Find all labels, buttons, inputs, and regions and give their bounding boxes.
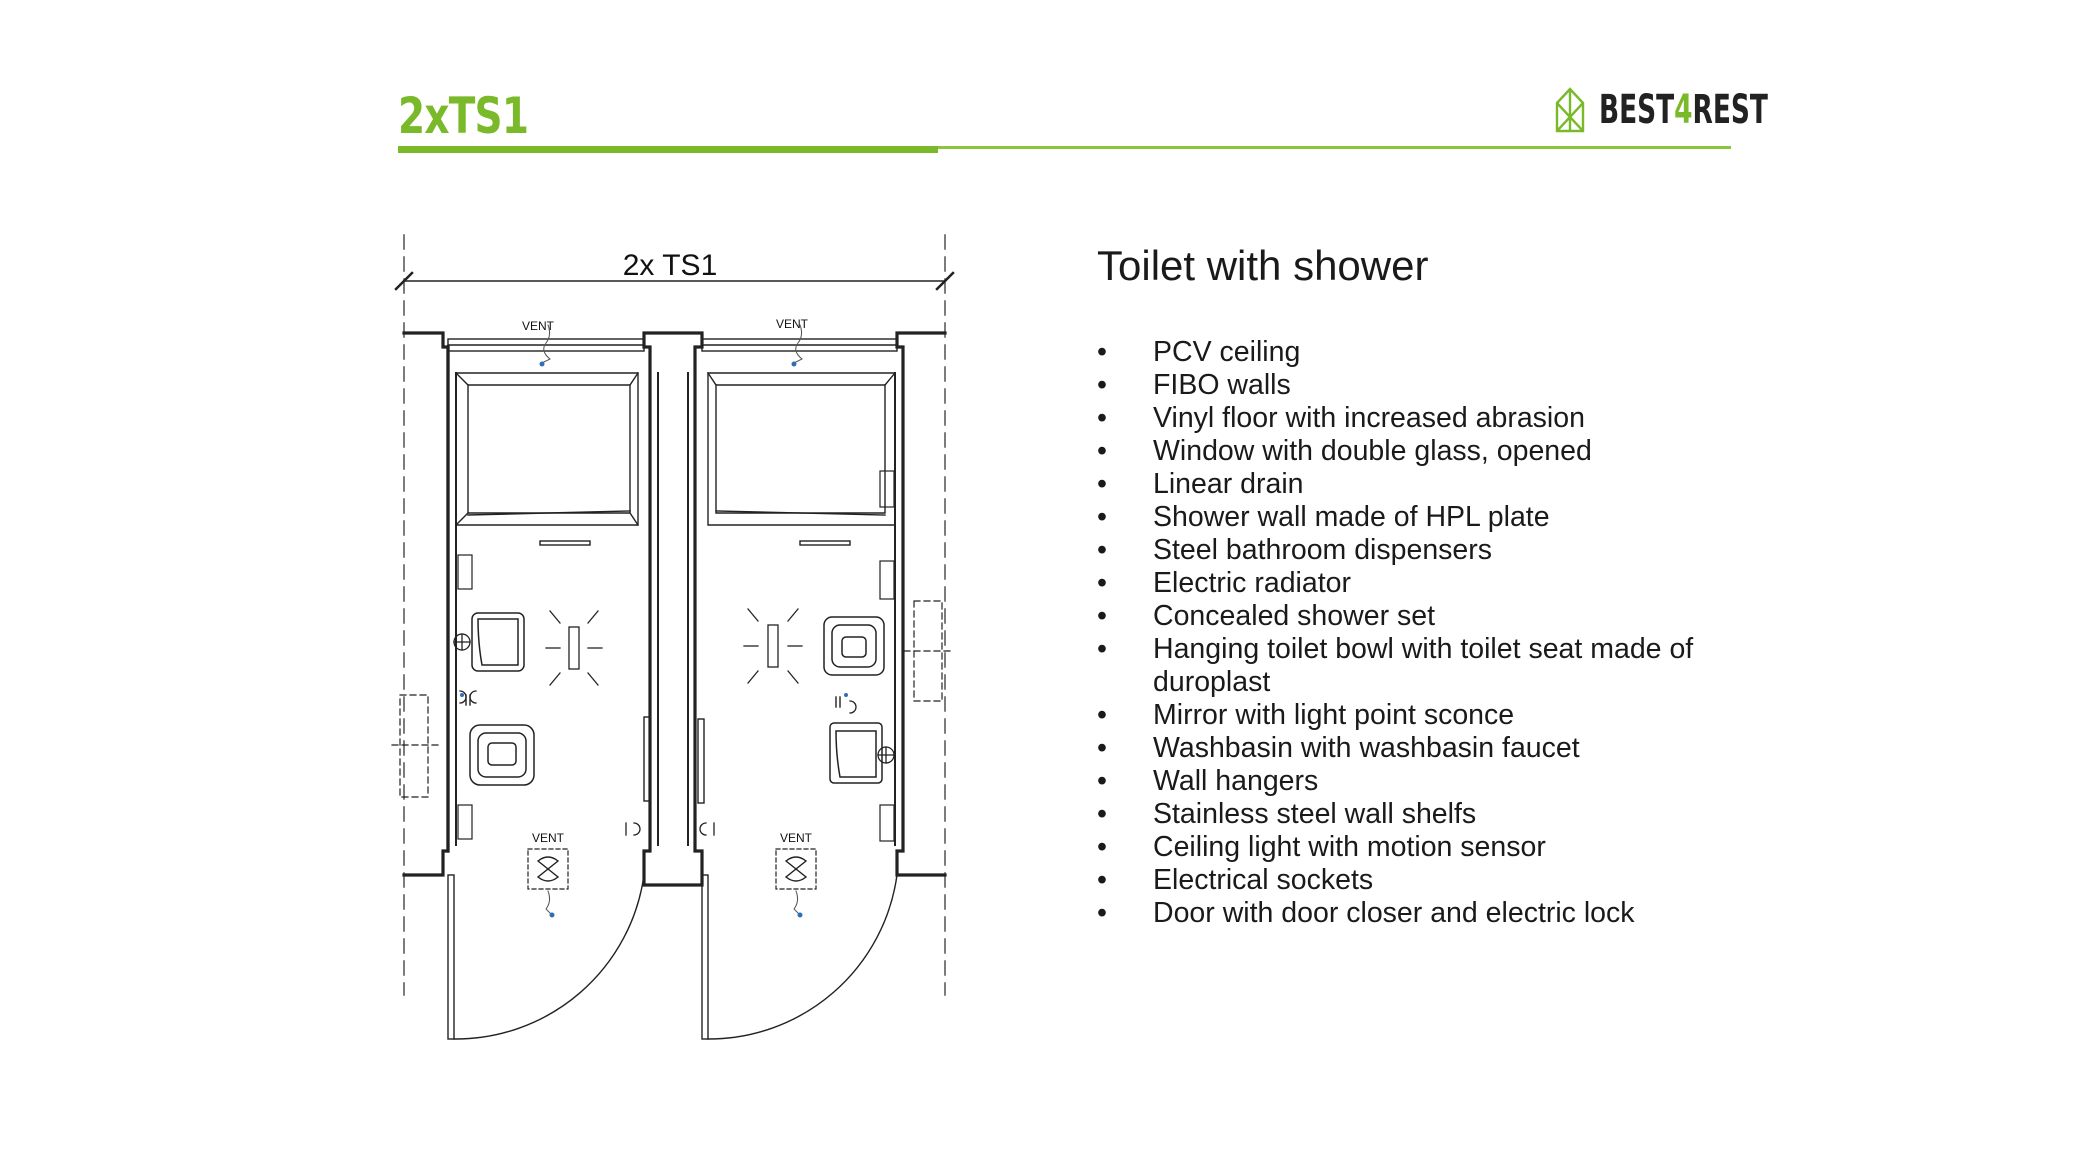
toilets	[471, 612, 885, 676]
brand-name-end: REST	[1692, 87, 1768, 133]
header-divider	[398, 146, 1731, 149]
vent-label: VENT	[521, 319, 554, 333]
feature-item: Wall hangers	[1097, 765, 1757, 798]
sinks	[469, 722, 883, 786]
brand-name-accent: 4	[1674, 87, 1693, 133]
shower-trays	[455, 372, 896, 546]
feature-item: Washbasin with washbasin faucet	[1097, 732, 1757, 765]
feature-item: Concealed shower set	[1097, 600, 1757, 633]
shower-heads	[453, 633, 895, 764]
wall-hangers	[465, 694, 841, 804]
windows	[447, 338, 898, 352]
brand-name-start: BEST	[1599, 87, 1675, 133]
ceiling-lights	[545, 608, 803, 686]
radiators	[391, 600, 953, 798]
vent-label: VENT	[779, 831, 812, 845]
feature-item: Ceiling light with motion sensor	[1097, 831, 1757, 864]
wall-outline	[402, 331, 947, 887]
house-logo-icon	[1555, 87, 1585, 133]
brand-name: BEST4REST	[1599, 86, 1768, 134]
feature-item: Electrical sockets	[1097, 864, 1757, 897]
feature-item: PCV ceiling	[1097, 336, 1757, 369]
feature-item: Vinyl floor with increased abrasion	[1097, 402, 1757, 435]
feature-item: Door with door closer and electric lock	[1097, 897, 1757, 930]
floor-vents	[527, 848, 817, 890]
dispensers	[457, 470, 895, 842]
feature-item: Linear drain	[1097, 468, 1757, 501]
feature-item: Electric radiator	[1097, 567, 1757, 600]
feature-item: Mirror with light point sconce	[1097, 699, 1757, 732]
feature-list: PCV ceiling FIBO walls Vinyl floor with …	[1097, 336, 1757, 930]
feature-item: Hanging toilet bowl with toilet seat mad…	[1097, 633, 1757, 699]
vent-leaders	[541, 324, 803, 916]
vent-label: VENT	[775, 317, 808, 331]
floor-plan-drawing	[391, 234, 955, 1040]
brand-logo: BEST4REST	[1555, 86, 1855, 134]
extension-lines	[403, 234, 946, 996]
vent-fans	[536, 856, 808, 882]
dimension-label: 2x TS1	[622, 249, 718, 282]
doors	[447, 874, 898, 1040]
header-divider-accent	[398, 146, 938, 153]
vent-markers	[460, 361, 848, 918]
floor-plan: 2x TS1 VENT VENT VENT VENT	[380, 225, 960, 1055]
feature-item: Steel bathroom dispensers	[1097, 534, 1757, 567]
vent-label: VENT	[531, 831, 564, 845]
page-title: 2xTS1	[398, 87, 529, 145]
feature-item: Stainless steel wall shelfs	[1097, 798, 1757, 831]
sockets	[459, 690, 857, 836]
section-title: Toilet with shower	[1097, 242, 1429, 289]
feature-item: Shower wall made of HPL plate	[1097, 501, 1757, 534]
feature-item: Window with double glass, opened	[1097, 435, 1757, 468]
dimension-line	[394, 271, 955, 291]
feature-item: FIBO walls	[1097, 369, 1757, 402]
